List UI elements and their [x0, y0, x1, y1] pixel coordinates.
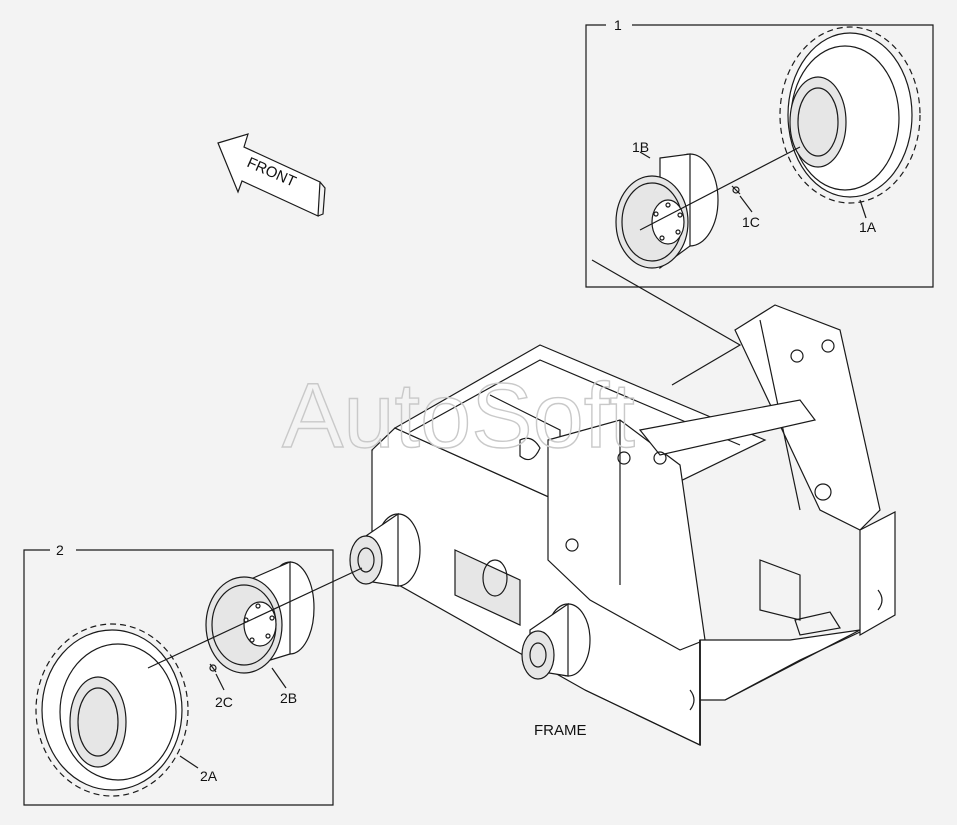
frame-label: FRAME — [534, 722, 587, 739]
valve-2c-label: 2C — [215, 694, 233, 710]
rim-2b-label: 2B — [280, 690, 297, 706]
front-arrow: FRONT — [217, 133, 326, 217]
tire-1a — [779, 26, 921, 204]
valve-2c — [209, 663, 217, 673]
frame-assembly — [349, 304, 896, 747]
tire-2a-label: 2A — [200, 768, 218, 784]
watermark-text: AutoSoft — [282, 365, 635, 467]
rim-1b — [615, 153, 719, 270]
valve-1c — [731, 185, 741, 195]
group2-callout: 2 — [23, 542, 363, 806]
group1-number: 1 — [614, 17, 622, 33]
valve-1c-label: 1C — [742, 214, 760, 230]
tire-2a — [35, 623, 189, 797]
group1-callout: 1 — [585, 17, 934, 386]
tire-1a-label: 1A — [859, 219, 877, 235]
rim-1b-label: 1B — [632, 139, 649, 155]
group2-number: 2 — [56, 542, 64, 558]
rim-2b — [205, 561, 315, 674]
